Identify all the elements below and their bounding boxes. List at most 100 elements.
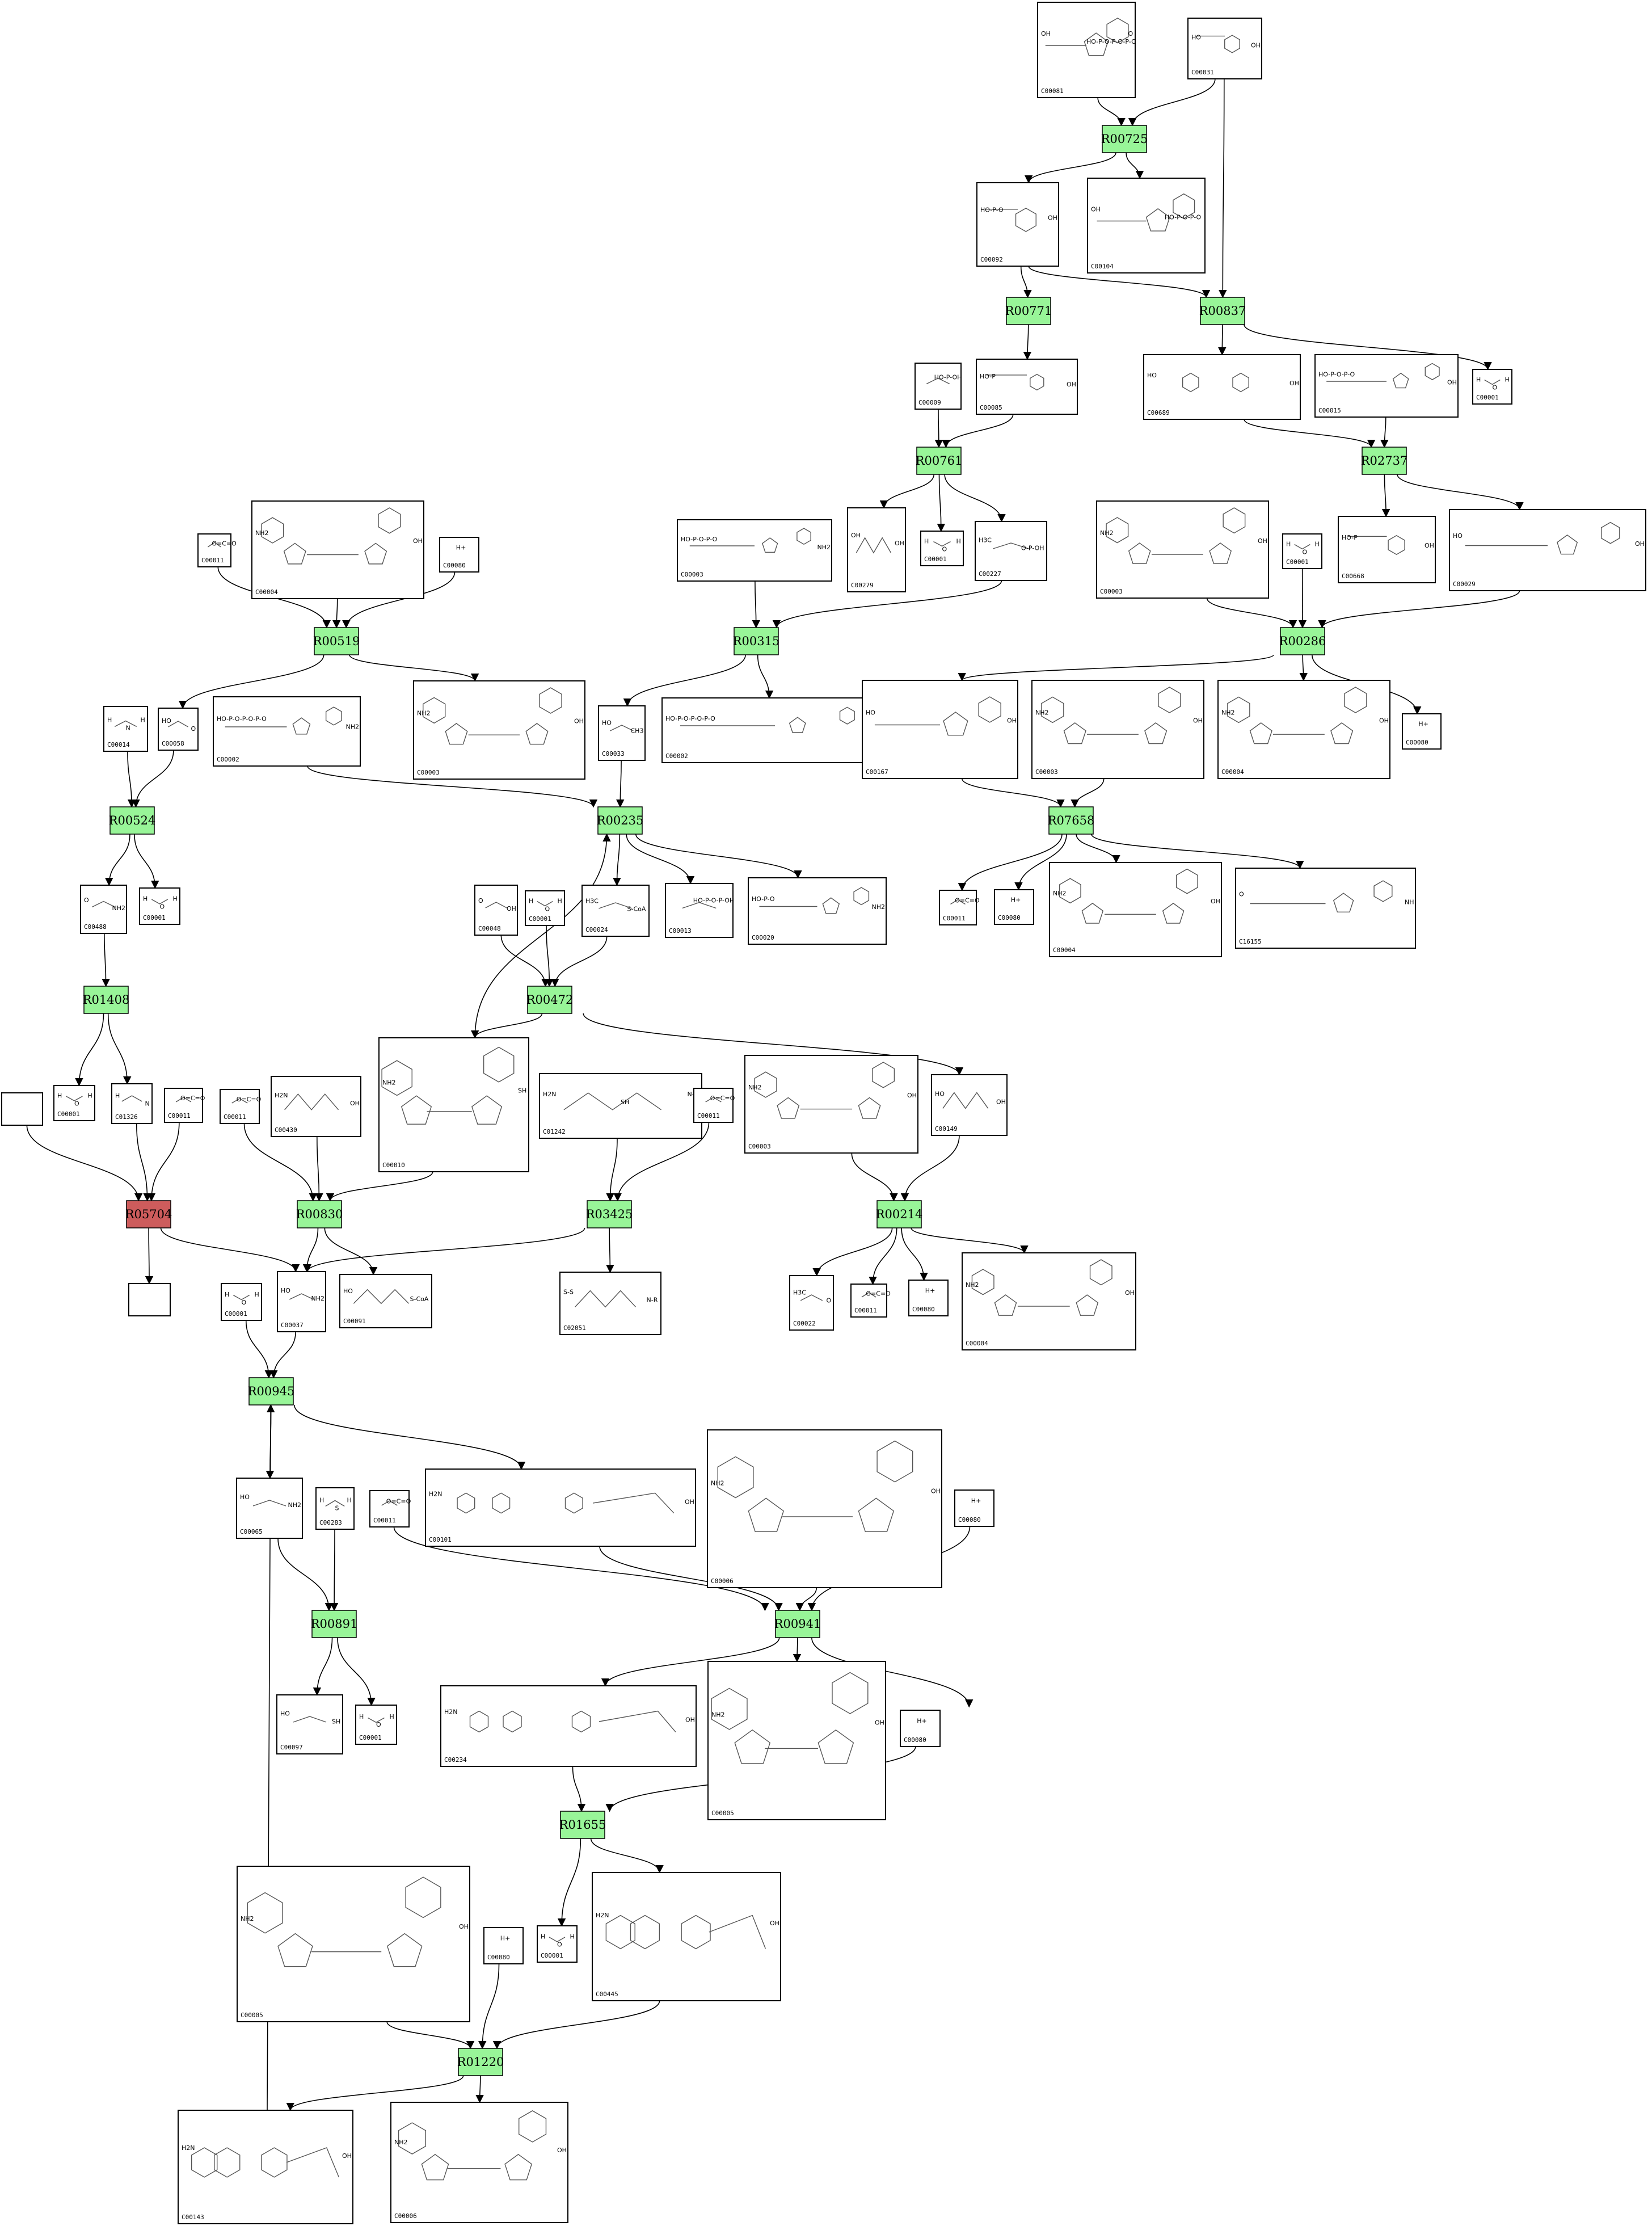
reaction-node[interactable]: R00837 [1199,297,1246,325]
reaction-node[interactable]: R02737 [1361,447,1408,475]
reaction-node[interactable]: R03425 [586,1200,633,1228]
reaction-node[interactable]: R00941 [774,1610,821,1638]
reaction-node[interactable]: R00519 [313,627,360,655]
reaction-node[interactable]: R01220 [457,2048,504,2076]
reaction-node[interactable]: R05704 [125,1200,172,1228]
reaction-node[interactable]: R00771 [1005,297,1052,325]
reaction-node[interactable]: R00214 [876,1200,923,1228]
reaction-node[interactable]: R00235 [597,806,644,835]
compound-node[interactable]: H+C00080 [954,1489,994,1527]
compound-node[interactable]: H+C00080 [483,1927,524,1964]
reaction-node[interactable]: R00524 [109,806,156,835]
compound-node[interactable]: H+C00080 [900,1710,941,1747]
reaction-node[interactable]: R00891 [311,1610,358,1638]
reaction-node[interactable]: R00472 [526,986,574,1014]
reaction-node[interactable]: R00315 [733,627,780,655]
compound-node[interactable]: H+C00080 [908,1280,949,1316]
compound-node[interactable] [1,1092,43,1126]
reaction-node[interactable]: R00725 [1101,125,1148,153]
compound-node[interactable]: H+C00080 [1402,713,1442,750]
compound-node[interactable]: H+C00080 [439,537,479,573]
reaction-node[interactable]: R00286 [1279,627,1326,655]
reaction-node[interactable]: R00761 [916,447,963,475]
compound-node[interactable] [128,1283,171,1316]
reaction-node[interactable]: R00945 [248,1377,295,1406]
reaction-node[interactable]: R00830 [296,1200,343,1228]
reaction-node[interactable]: R01655 [559,1811,606,1839]
reaction-node[interactable]: R01408 [83,986,130,1014]
compound-node[interactable]: H+C00080 [994,889,1034,925]
reaction-node[interactable]: R07658 [1048,806,1095,835]
